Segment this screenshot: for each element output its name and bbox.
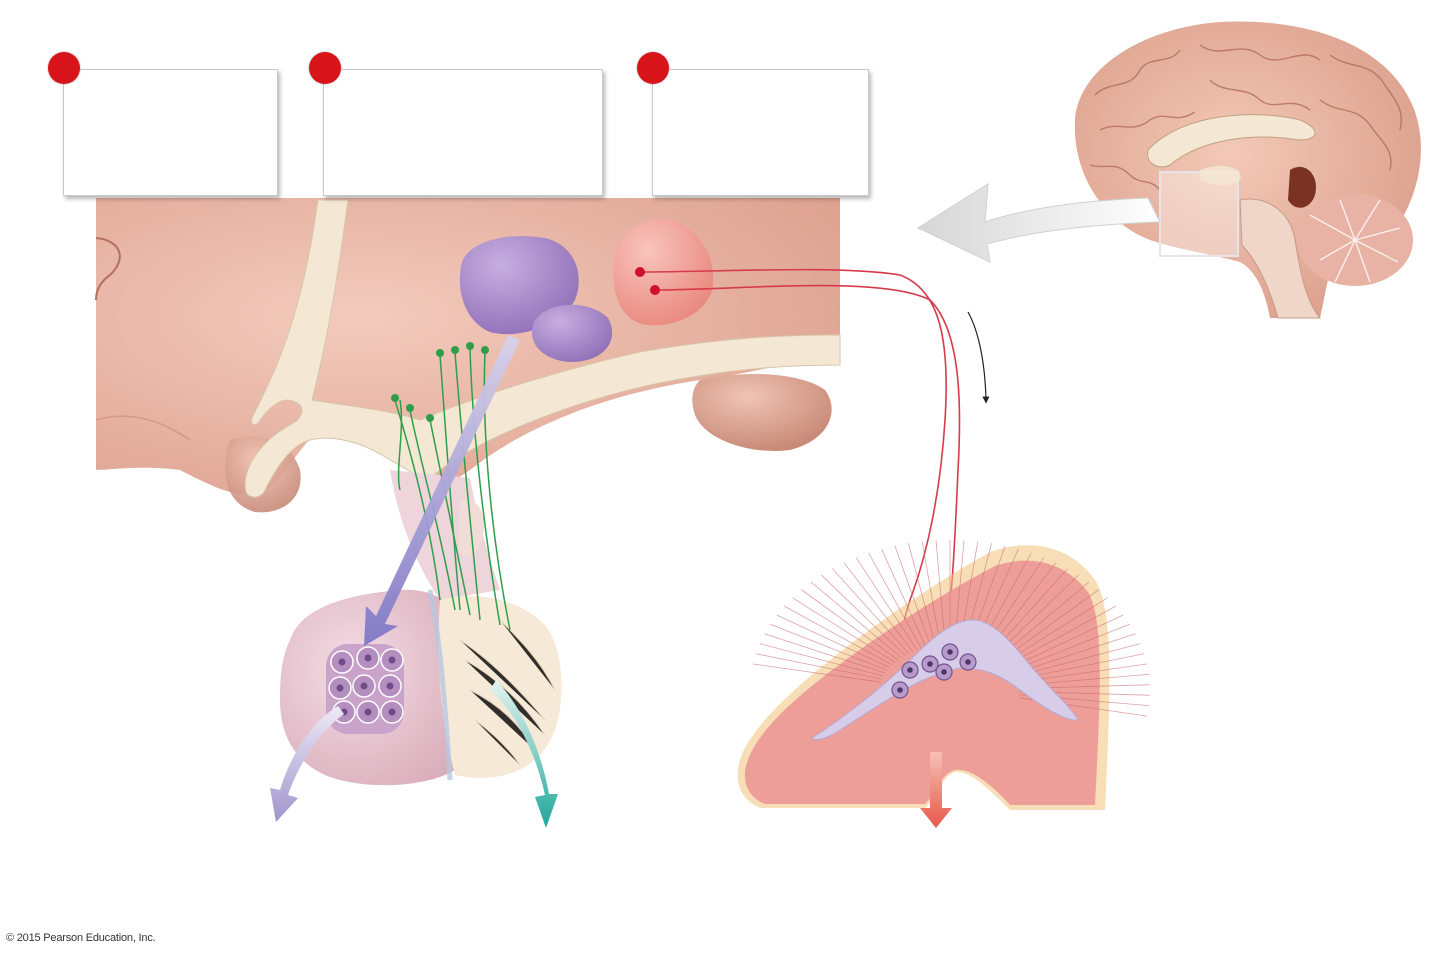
direction-arrow <box>967 311 990 404</box>
pituitary-gland <box>280 470 562 786</box>
cortex-striation <box>792 597 896 663</box>
marker-dot-3 <box>637 52 669 84</box>
label-box-1[interactable] <box>63 69 278 196</box>
label-box-3[interactable] <box>652 69 869 196</box>
cortex-striation <box>801 589 899 661</box>
anterior-pituitary-cells <box>326 644 404 734</box>
nucleus-dot-1 <box>635 267 645 277</box>
teal-arrow <box>490 680 558 828</box>
cortex-striation <box>1010 614 1124 668</box>
label-box-2[interactable] <box>323 69 603 196</box>
cortex-striation <box>776 614 890 668</box>
adrenal-cortex <box>744 560 1100 805</box>
cerebellum <box>1297 194 1413 286</box>
cortex-striation <box>868 552 922 650</box>
cortex-striation <box>908 543 936 647</box>
cortex-striation <box>1004 597 1108 663</box>
adrenal-medulla <box>811 619 1079 741</box>
cortex-striation <box>843 562 914 653</box>
neural-pathway <box>639 268 961 671</box>
cortex-striation <box>1012 623 1130 671</box>
cortex-striation <box>1007 605 1116 666</box>
cortex-striation <box>770 623 888 671</box>
pointer-arrow <box>916 183 1161 263</box>
cortex-striation <box>1016 643 1141 677</box>
paraventricular-nucleus <box>459 236 613 362</box>
lavender-arrow <box>270 706 344 822</box>
cortex-striation <box>810 581 902 658</box>
adrenal-gland <box>737 540 1150 810</box>
cortex-striation <box>1001 589 1099 661</box>
mammillary-body <box>692 374 832 451</box>
red-arrow <box>920 752 952 828</box>
cortex-striation <box>935 540 946 646</box>
cortex-striation <box>881 548 927 648</box>
cortex-striation <box>821 574 906 656</box>
nucleus-dot-2 <box>650 285 660 295</box>
copyright-notice: © 2015 Pearson Education, Inc. <box>6 932 156 944</box>
cortex-striation <box>921 541 941 646</box>
marker-dot-1 <box>48 52 80 84</box>
cortex-striation <box>784 605 893 666</box>
cortex-striation <box>855 557 918 651</box>
cortex-striation <box>755 653 883 680</box>
brain-inset <box>1074 21 1421 319</box>
cortex-striation <box>1014 633 1136 674</box>
cortex-striation <box>759 643 884 677</box>
cortex-striation <box>894 545 932 647</box>
purple-arrow <box>364 335 520 646</box>
cortex-striation <box>832 568 910 654</box>
cortex-striation <box>764 633 886 674</box>
neuron-cell-bodies <box>391 342 489 422</box>
inset-highlight-square <box>1159 171 1239 257</box>
marker-dot-2 <box>309 52 341 84</box>
cortex-striation <box>752 663 882 683</box>
